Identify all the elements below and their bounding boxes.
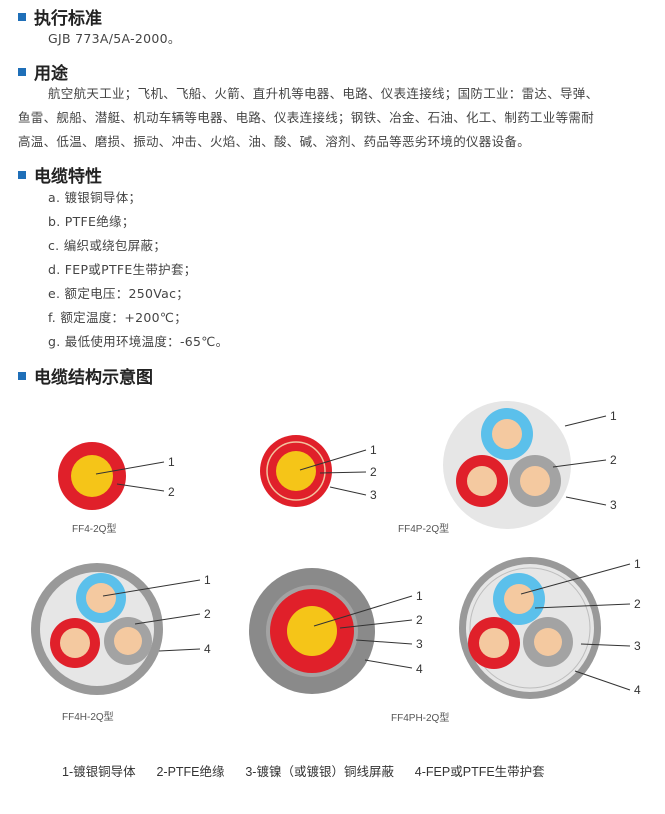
bullet-square-icon xyxy=(18,13,26,21)
cable-ff4p-2q-three: 1 2 3 FF4P-2Q型 xyxy=(398,401,617,535)
feature-item: d. FEP或PTFE生带护套； xyxy=(48,262,197,277)
leader-line xyxy=(102,579,201,597)
usage-line-1: 航空航天工业；飞机、飞船、火箭、直升机等电器、电路、仪表连接线；国防工业：雷达、… xyxy=(48,86,599,101)
conductor xyxy=(60,628,90,658)
leader-line xyxy=(534,603,631,609)
leader-line xyxy=(116,483,165,492)
callout-number: 2 xyxy=(634,597,641,611)
callout-number: 2 xyxy=(610,453,617,467)
leader-line xyxy=(574,670,631,691)
conductor xyxy=(114,627,142,655)
model-label: FF4H-2Q型 xyxy=(62,710,114,723)
cable-ff4p-2q-single: 1 2 3 xyxy=(260,435,377,507)
standard-text: GJB 773A/5A-2000。 xyxy=(48,31,181,46)
leader-line xyxy=(319,471,367,474)
callout-number: 3 xyxy=(610,498,617,512)
callout-number: 4 xyxy=(634,683,641,697)
model-label: FF4PH-2Q型 xyxy=(391,711,449,724)
conductor xyxy=(504,584,534,614)
leader-line xyxy=(580,643,631,647)
model-label: FF4-2Q型 xyxy=(72,522,116,535)
leader-line xyxy=(95,461,165,475)
cable-ff4ph-2q-three: 1 2 3 4 FF4PH-2Q型 xyxy=(391,557,641,724)
conductor xyxy=(287,606,337,656)
conductor xyxy=(276,451,316,491)
callout-number: 1 xyxy=(370,443,377,457)
section-title-features: 电缆特性 xyxy=(18,162,102,187)
usage-line-2: 鱼雷、舰船、潜艇、机动车辆等电器、电路、仪表连接线；钢铁、冶金、石油、化工、制药… xyxy=(18,110,595,125)
callout-number: 4 xyxy=(416,662,423,676)
cable-ff4ph-2q-single: 1 2 3 4 xyxy=(249,568,423,694)
callout-number: 2 xyxy=(370,465,377,479)
callout-number: 1 xyxy=(634,557,641,571)
shield-layer xyxy=(469,567,591,689)
callout-number: 1 xyxy=(416,589,423,603)
conductor xyxy=(86,583,116,613)
leader-line xyxy=(564,415,607,427)
leader-line xyxy=(520,563,631,595)
cable-ff4-2q: 1 2 FF4-2Q型 xyxy=(58,442,175,535)
bullet-square-icon xyxy=(18,171,26,179)
callout-number: 3 xyxy=(634,639,641,653)
conductor xyxy=(479,628,509,658)
section-title-usage: 用途 xyxy=(18,59,68,84)
conductor xyxy=(534,628,562,656)
leader-line xyxy=(355,639,413,645)
leader-line xyxy=(158,648,201,652)
callout-number: 3 xyxy=(416,637,423,651)
bullet-square-icon xyxy=(18,68,26,76)
feature-item: f. 额定温度：+200℃； xyxy=(48,310,188,325)
diagram-legend: 1-镀银铜导体 2-PTFE绝缘 3-镀镍（或镀银）铜线屏蔽 4-FEP或PTF… xyxy=(62,764,545,779)
leader-line xyxy=(552,459,607,468)
cable-structure-diagram: 1 2 FF4-2Q型 1 2 3 1 2 3 FF4P-2Q型 xyxy=(31,401,641,779)
callout-number: 2 xyxy=(204,607,211,621)
feature-item: g. 最低使用环境温度：-65℃。 xyxy=(48,334,229,349)
feature-item: b. PTFE绝缘； xyxy=(48,214,135,229)
section-title-standard: 执行标准 xyxy=(18,4,102,29)
callout-number: 3 xyxy=(370,488,377,502)
conductor xyxy=(71,455,113,497)
bullet-square-icon xyxy=(18,372,26,380)
feature-item: a. 镀银铜导体； xyxy=(48,190,142,205)
leader-line xyxy=(134,613,201,625)
usage-line-3: 高温、低温、磨损、振动、冲击、火焰、油、酸、碱、溶剂、药品等恶劣环境的仪器设备。 xyxy=(18,134,531,149)
callout-number: 4 xyxy=(204,642,211,656)
leader-line xyxy=(329,486,367,496)
conductor xyxy=(467,466,497,496)
conductor xyxy=(520,466,550,496)
section-title-diagram: 电缆结构示意图 xyxy=(18,363,153,388)
cable-ff4h-2q: 1 2 4 FF4H-2Q型 xyxy=(31,563,211,723)
leader-line xyxy=(339,619,413,629)
feature-item: c. 编织或绕包屏蔽； xyxy=(48,238,167,253)
leader-line xyxy=(565,496,607,506)
model-label: FF4P-2Q型 xyxy=(398,522,449,535)
shield-layer xyxy=(266,441,326,501)
callout-number: 2 xyxy=(168,485,175,499)
leader-line xyxy=(299,449,367,471)
callout-number: 1 xyxy=(204,573,211,587)
leader-line xyxy=(364,659,413,669)
conductor xyxy=(492,419,522,449)
leader-line xyxy=(313,595,413,627)
feature-item: e. 额定电压：250Vac； xyxy=(48,286,190,301)
callout-number: 1 xyxy=(168,455,175,469)
callout-number: 2 xyxy=(416,613,423,627)
callout-number: 1 xyxy=(610,409,617,423)
